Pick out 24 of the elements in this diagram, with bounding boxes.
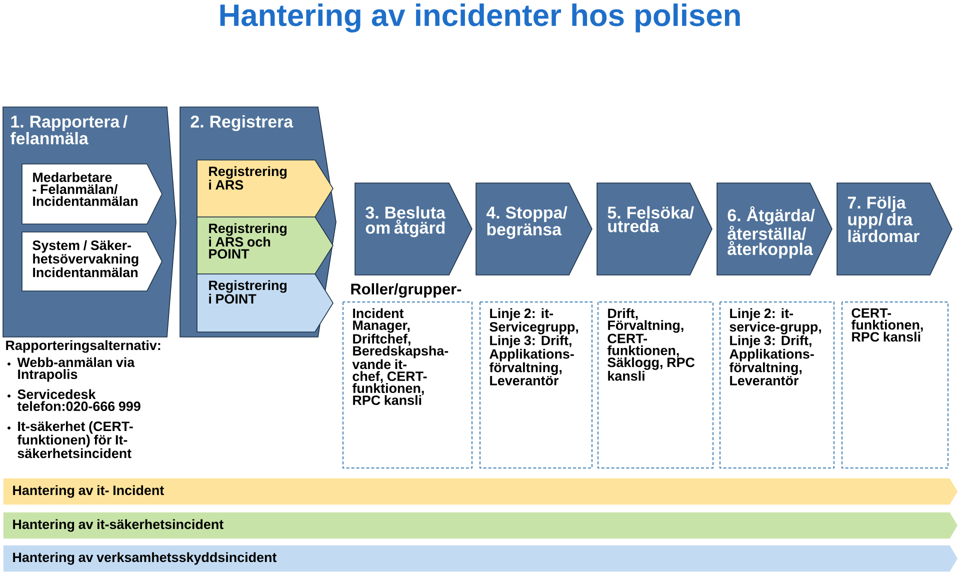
role-box: Drift, Förvaltning, CERT-funktionen, Säklogg, RPC kansli <box>598 302 714 468</box>
role-box: CERT-funktionen, RPC kansli <box>842 302 948 468</box>
registration-step: Registrering i ARS och POINT <box>196 216 334 274</box>
process-step: 5. Felsöka/ utreda <box>596 182 712 276</box>
list-heading: Rapporteringsalternativ: <box>6 340 160 353</box>
process-band: Hantering av it- Incident <box>2 478 958 506</box>
source-step: System / Säker-hetsövervakning Incidentanmälan <box>22 232 162 292</box>
list-item: Webb-anmälan via Intrapolis <box>8 357 135 382</box>
process-step: 7. Följa upp/ dra lärdomar <box>836 182 952 276</box>
process-band: Hantering av verksamhetsskyddsincident <box>2 544 958 572</box>
source-step: Medarbetare - Felanmälan/ Incidentanmälan <box>22 164 162 224</box>
process-band: Hantering av it-säkerhetsincident <box>2 512 958 540</box>
process-step: 3. Besluta om åtgärd <box>354 182 472 276</box>
role-box: Incident Manager, Driftchef, Beredskapsha-vande it-chef, CERT-funktionen, RPC kansli <box>342 302 472 468</box>
process-step: 6. Åtgärda/ återställa/ återkoppla <box>716 182 832 276</box>
registration-step: Registrering i ARS <box>196 160 334 218</box>
list-item: It-säkerhet (CERT-funktionen) för It-säkerhetsincident <box>8 421 133 458</box>
process-step: 4. Stoppa/ begränsa <box>476 182 592 276</box>
section-heading: Roller/grupper- <box>351 283 462 298</box>
list-item: Servicedesk telefon:020-666 999 <box>8 389 140 412</box>
title: Hantering av incidenter hos polisen <box>220 4 740 32</box>
role-box: Linje 2: it-Servicegrupp, Linje 3: Drift, Applikations-förvaltning, Leverantör <box>480 302 592 468</box>
role-box: Linje 2: it-service-grupp, Linje 3: Drift, Applikations-förvaltning, Leverantör <box>720 302 834 468</box>
registration-step: Registrering i POINT <box>196 274 334 332</box>
